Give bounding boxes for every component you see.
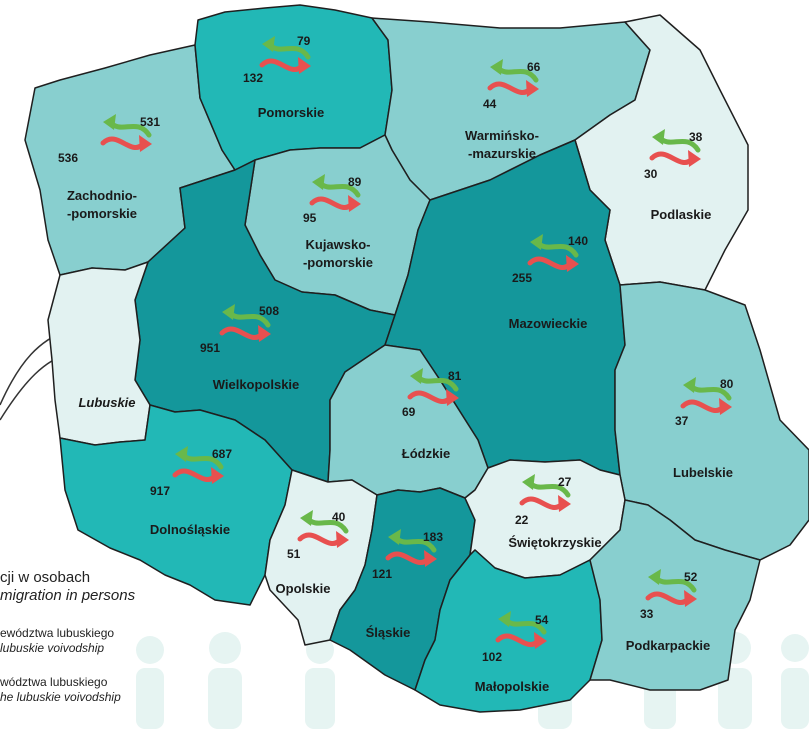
label-warminsko-1: Warmińsko- bbox=[465, 128, 539, 143]
label-lodzkie: Łódzkie bbox=[402, 446, 450, 461]
region-lubuskie[interactable] bbox=[47, 261, 151, 446]
in-dolnoslaskie: 687 bbox=[212, 447, 232, 461]
out-kujawsko: 95 bbox=[303, 211, 317, 225]
legend-title: cji w osobach bbox=[0, 569, 90, 586]
in-slaskie: 183 bbox=[423, 530, 443, 544]
label-wielkopolskie: Wielkopolskie bbox=[213, 377, 300, 392]
legend: cji w osobach migration in persons ewódz… bbox=[0, 569, 136, 704]
in-wielkopolskie: 508 bbox=[259, 304, 279, 318]
in-zachodniopomorskie: 531 bbox=[140, 115, 160, 129]
out-swietokrzyskie: 22 bbox=[515, 513, 529, 527]
label-kujawsko-2: -pomorskie bbox=[303, 255, 373, 270]
label-podlaskie: Podlaskie bbox=[651, 207, 712, 222]
out-malopolskie: 102 bbox=[482, 650, 502, 664]
label-lubuskie: Lubuskie bbox=[78, 395, 135, 410]
legend-line2: wództwa lubuskiego bbox=[0, 675, 108, 689]
label-malopolskie: Małopolskie bbox=[475, 679, 549, 694]
label-mazowieckie: Mazowieckie bbox=[509, 316, 588, 331]
legend-title-en: migration in persons bbox=[0, 587, 136, 604]
in-kujawsko: 89 bbox=[348, 175, 362, 189]
out-podkarpackie: 33 bbox=[640, 607, 654, 621]
legend-line1: ewództwa lubuskiego bbox=[0, 626, 114, 640]
legend-line1-en: lubuskie voivodship bbox=[0, 641, 104, 655]
out-opolskie: 51 bbox=[287, 547, 301, 561]
region-pomorskie[interactable] bbox=[194, 4, 393, 171]
in-podkarpackie: 52 bbox=[684, 570, 698, 584]
out-warminsko: 44 bbox=[483, 97, 497, 111]
out-slaskie: 121 bbox=[372, 567, 392, 581]
out-podlaskie: 30 bbox=[644, 167, 658, 181]
in-swietokrzyskie: 27 bbox=[558, 475, 572, 489]
out-zachodniopomorskie: 536 bbox=[58, 151, 78, 165]
in-lodzkie: 81 bbox=[448, 369, 462, 383]
out-pomorskie: 132 bbox=[243, 71, 263, 85]
label-lubelskie: Lubelskie bbox=[673, 465, 733, 480]
region-names: Zachodnio- -pomorskie Pomorskie Warmińsk… bbox=[67, 105, 733, 694]
region-podkarpackie[interactable] bbox=[589, 499, 761, 691]
label-kujawsko-1: Kujawsko- bbox=[305, 237, 370, 252]
out-wielkopolskie: 951 bbox=[200, 341, 220, 355]
label-swietokrzyskie: Świętokrzyskie bbox=[508, 535, 601, 550]
in-pomorskie: 79 bbox=[297, 34, 311, 48]
out-mazowieckie: 255 bbox=[512, 271, 532, 285]
in-opolskie: 40 bbox=[332, 510, 346, 524]
migration-numbers: 531 536 79 132 66 44 38 30 89 95 508 951… bbox=[58, 34, 734, 664]
label-podkarpackie: Podkarpackie bbox=[626, 638, 711, 653]
label-zachodniopomorskie-2: -pomorskie bbox=[67, 206, 137, 221]
label-slaskie: Śląskie bbox=[366, 625, 411, 640]
legend-line2-en: he lubuskie voivodship bbox=[0, 690, 121, 704]
label-dolnoslaskie: Dolnośląskie bbox=[150, 522, 230, 537]
label-warminsko-2: -mazurskie bbox=[468, 146, 536, 161]
in-mazowieckie: 140 bbox=[568, 234, 588, 248]
label-zachodniopomorskie-1: Zachodnio- bbox=[67, 188, 137, 203]
out-lubelskie: 37 bbox=[675, 414, 689, 428]
in-podlaskie: 38 bbox=[689, 130, 703, 144]
in-malopolskie: 54 bbox=[535, 613, 549, 627]
in-warminsko: 66 bbox=[527, 60, 541, 74]
region-malopolskie[interactable] bbox=[414, 549, 603, 713]
out-lodzkie: 69 bbox=[402, 405, 416, 419]
label-opolskie: Opolskie bbox=[276, 581, 331, 596]
in-lubelskie: 80 bbox=[720, 377, 734, 391]
label-pomorskie: Pomorskie bbox=[258, 105, 324, 120]
out-dolnoslaskie: 917 bbox=[150, 484, 170, 498]
